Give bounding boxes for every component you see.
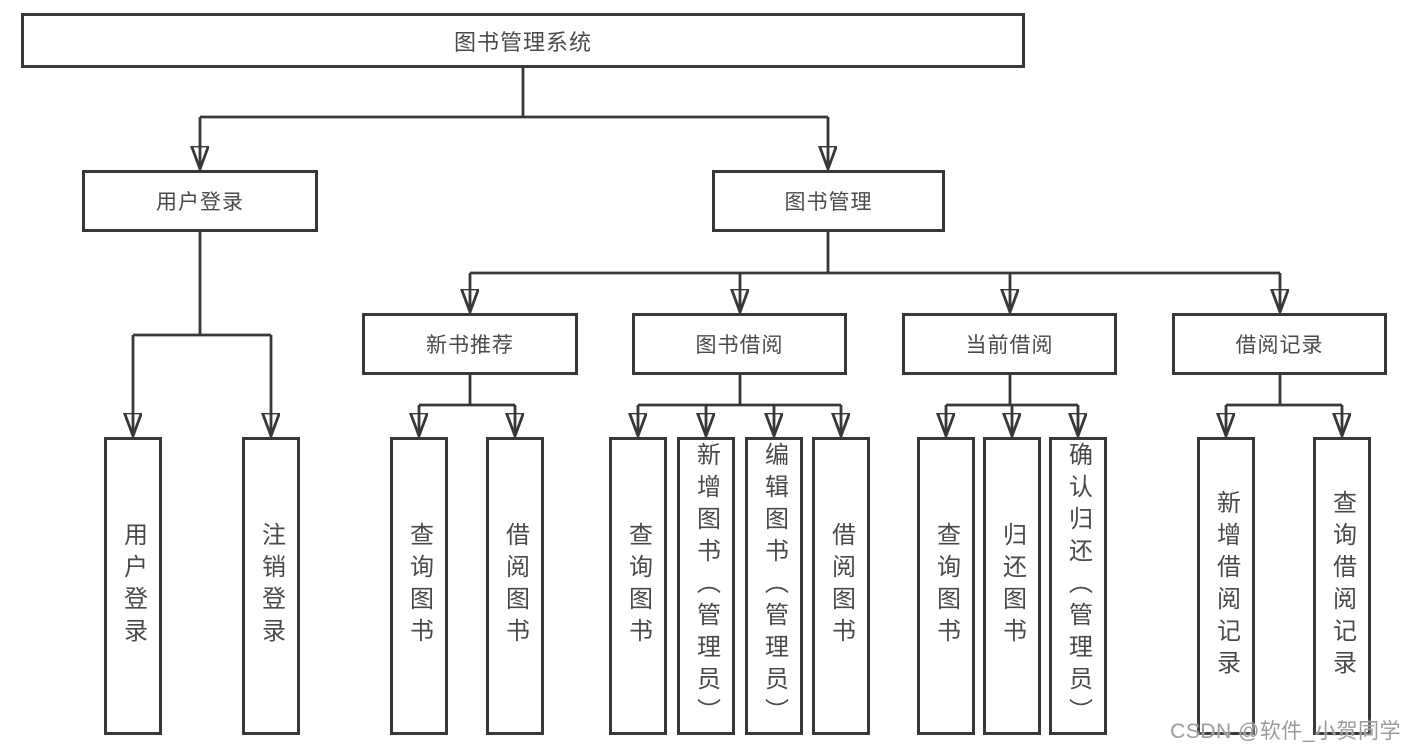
node-library-management-system: 图书管理系统	[21, 13, 1025, 68]
node-book-borrowing: 图书借阅	[632, 313, 847, 375]
leaf-user-login: 用户登录	[104, 437, 162, 735]
leaf-borrowing-query-books: 查询图书	[609, 437, 667, 735]
node-borrowing-records: 借阅记录	[1172, 313, 1387, 375]
csdn-watermark: CSDN @软件_小贺同学	[1170, 720, 1401, 743]
leaf-current-query-books: 查询图书	[917, 437, 975, 735]
leaf-borrowing-add-books-admin: 新增图书（管理员）	[677, 437, 735, 735]
connector-borrowing-records-children	[1226, 374, 1342, 436]
connector-line	[200, 66, 828, 119]
connector-user-login-children	[133, 231, 271, 436]
leaf-borrowing-edit-books-admin: 编辑图书（管理员）	[745, 437, 803, 735]
leaf-logout: 注销登录	[242, 437, 300, 735]
leaf-records-query-borrow-record: 查询借阅记录	[1313, 437, 1371, 735]
connector-line	[470, 231, 1280, 275]
connector-line	[419, 374, 515, 407]
leaf-current-confirm-return-admin: 确认归还（管理员）	[1049, 437, 1107, 735]
connector-current-borrowing-children	[946, 374, 1078, 436]
connector-book-management-to-level3	[470, 231, 1280, 312]
connector-book-borrowing-children	[638, 374, 841, 436]
connector-line	[133, 231, 271, 337]
node-new-book-recommend: 新书推荐	[362, 313, 578, 375]
leaf-newbook-borrow-books: 借阅图书	[486, 437, 544, 735]
connector-root-to-level2	[200, 66, 828, 169]
node-user-login-branch: 用户登录	[82, 170, 318, 232]
connector-line	[1226, 374, 1342, 407]
leaf-records-add-borrow-record: 新增借阅记录	[1197, 437, 1255, 735]
leaf-newbook-query-books: 查询图书	[390, 437, 448, 735]
connector-new-book-recommend-children	[419, 374, 515, 436]
leaf-current-return-books: 归还图书	[983, 437, 1041, 735]
leaf-borrowing-borrow-books: 借阅图书	[812, 437, 870, 735]
node-book-management-branch: 图书管理	[712, 170, 945, 232]
node-current-borrowing: 当前借阅	[902, 313, 1117, 375]
connector-line	[638, 374, 841, 407]
connector-line	[946, 374, 1078, 407]
